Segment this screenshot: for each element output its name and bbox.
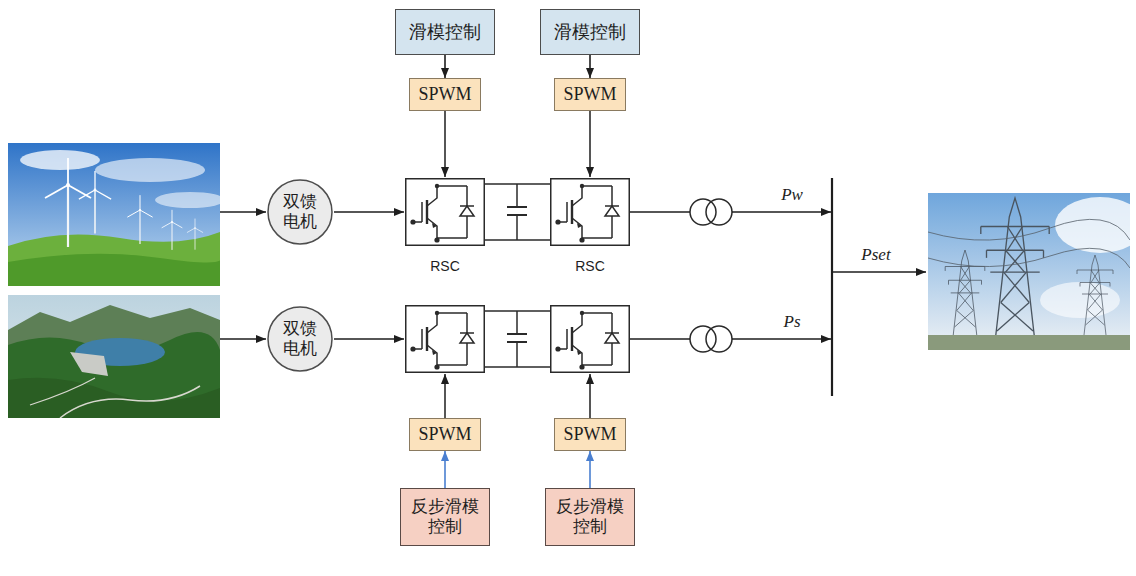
node-text: 反步滑模控制 [553, 497, 626, 536]
signal-arrow [444, 451, 446, 488]
control-box: 滑模控制 [540, 9, 640, 55]
node-text: 反步滑模控制 [408, 497, 481, 536]
node-text: SPWM [418, 424, 471, 445]
hydro-station-photo [8, 295, 220, 418]
converter-label: RSC [430, 258, 460, 274]
bus-bar [831, 178, 833, 396]
wire [220, 110, 926, 418]
converter [406, 179, 630, 373]
generator-circle: 双馈电机 [267, 179, 333, 245]
signal-arrow [589, 451, 591, 488]
node-text: SPWM [563, 424, 616, 445]
control-box: 滑模控制 [395, 9, 495, 55]
wind-farm-photo [8, 143, 220, 286]
node-text: SPWM [563, 84, 616, 105]
power-label: Pw [781, 185, 803, 205]
spwm-box: SPWM [554, 78, 626, 111]
transformer-symbol [690, 199, 732, 352]
node-text: 双馈电机 [280, 192, 319, 231]
control-box: 反步滑模控制 [400, 488, 490, 546]
signal-arrow [444, 55, 446, 78]
power-grid-photo [928, 193, 1130, 350]
spwm-box: SPWM [409, 418, 481, 451]
node-text: SPWM [418, 84, 471, 105]
node-text: 双馈电机 [280, 319, 319, 358]
node-text: 滑模控制 [409, 20, 481, 44]
dc-link [485, 184, 550, 367]
spwm-box: SPWM [554, 418, 626, 451]
generator-circle: 双馈电机 [267, 306, 333, 372]
control-box: 反步滑模控制 [545, 488, 635, 546]
signal-arrow [589, 55, 591, 78]
node-text: 滑模控制 [554, 20, 626, 44]
spwm-box: SPWM [409, 78, 481, 111]
converter-label: RSC [575, 258, 605, 274]
power-label: Ps [784, 312, 801, 332]
power-label: Pset [861, 245, 890, 265]
